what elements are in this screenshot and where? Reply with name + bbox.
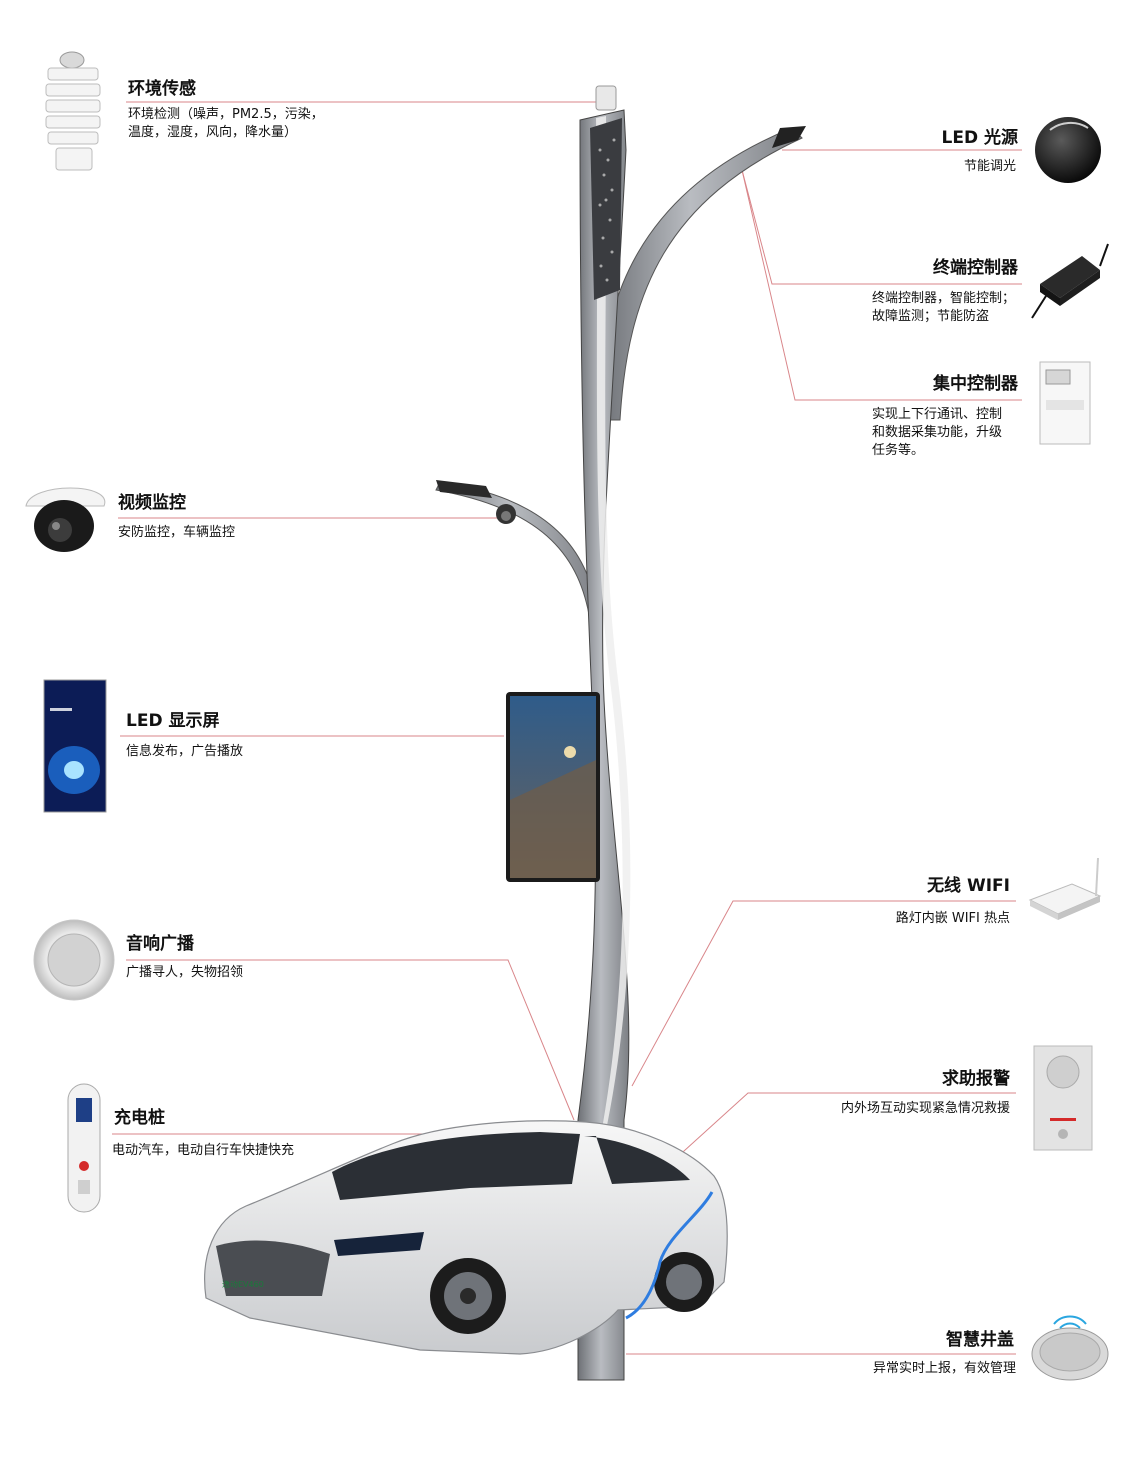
manhole-title: 智慧井盖 [946,1330,1014,1350]
manhole-icon [1031,1315,1109,1381]
line-wifi [631,900,1016,1087]
pole-sensor-cap [595,85,617,111]
led-screen-title: LED 显示屏 [126,711,220,731]
speaker-desc: 广播寻人，失物招领 [126,965,244,980]
camera-desc: 安防监控，车辆监控 [118,525,236,540]
charger-icon [67,1083,101,1213]
car-badge: 逸动EV460 [222,1279,264,1289]
env-sensor-desc: 环境检测（噪声，PM2.5，污染， 温度，湿度，风向，降水量） [128,107,324,140]
terminal-title: 终端控制器 [933,258,1018,278]
charger-title: 充电桩 [114,1108,165,1128]
wifi-title: 无线 WIFI [927,876,1010,896]
led-light-desc: 节能调光 [963,159,1016,174]
manhole-desc: 异常实时上报，有效管理 [872,1361,1016,1376]
line-terminal [741,169,1022,285]
display-panel-icon [43,679,107,813]
controller-box-icon [1031,243,1109,319]
led-lamp-icon [1035,117,1101,183]
led-light-title: LED 光源 [941,128,1018,148]
env-sensor-title: 环境传感 [128,79,196,99]
wifi-router-icon [1028,857,1102,920]
weather-sensor-icon [45,51,101,171]
line-speaker [126,959,575,1121]
sos-desc: 内外场互动实现紧急情况救援 [840,1101,1010,1116]
camera-title: 视频监控 [118,493,186,513]
led-screen-desc: 信息发布，广告播放 [126,744,244,759]
charger-desc: 电动汽车，电动自行车快捷快充 [112,1143,295,1158]
wifi-desc: 路灯内嵌 WIFI 热点 [895,911,1010,926]
speaker-title: 音响广播 [126,934,194,954]
charging-cable [625,1191,714,1320]
meter-icon [1039,361,1091,445]
intercom-icon [1033,1045,1093,1151]
smart-pole [435,85,806,1381]
dome-camera-icon [25,487,106,552]
sos-title: 求助报警 [942,1069,1010,1089]
electric-car: 逸动EV460 [204,1120,728,1355]
terminal-desc: 终端控制器，智能控制； 故障监测；节能防盗 [872,291,1016,324]
central-title: 集中控制器 [933,374,1018,394]
central-desc: 实现上下行通讯、控制 和数据采集功能，升级 任务等。 [872,407,1003,458]
speaker-icon [33,919,115,1001]
line-sos [651,1092,1016,1181]
line-central [741,169,1022,401]
